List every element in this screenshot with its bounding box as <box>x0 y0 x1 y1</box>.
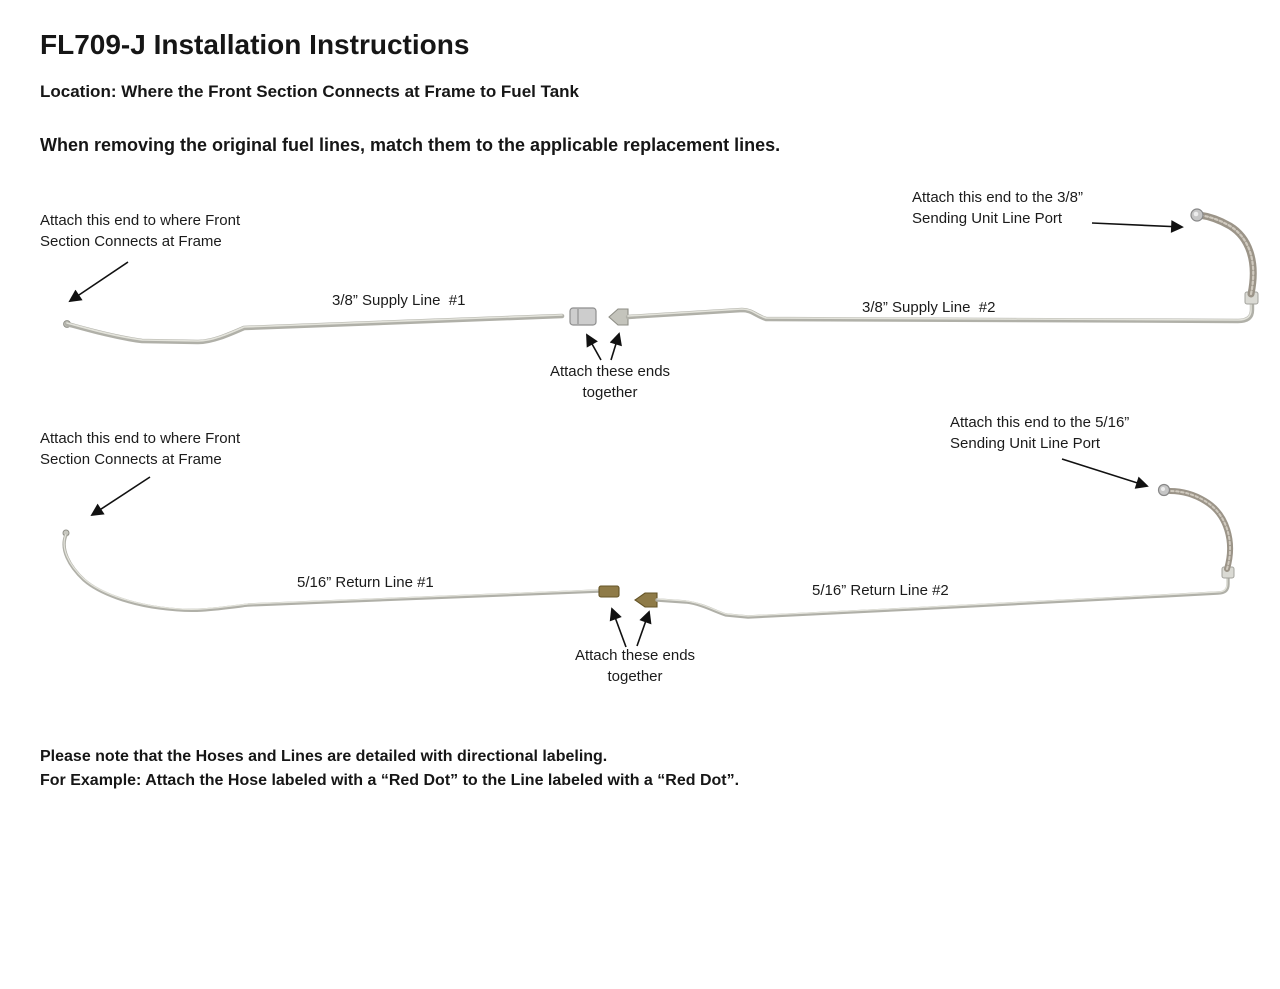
supply-line-2-label: 3/8” Supply Line #2 <box>862 299 996 316</box>
supply-frame-end-callout: Attach this end to where Front Section C… <box>40 212 241 250</box>
supply-line-1-coupler-fitting <box>569 307 597 326</box>
return-line-2-brass-flare-nut <box>634 592 658 608</box>
arrow-supply-attach-right <box>609 332 622 361</box>
return-line-2-tube <box>655 575 1230 619</box>
directional-labeling-note: Please note that the Hoses and Lines are… <box>40 745 739 793</box>
supply-line-1 <box>63 307 597 345</box>
supply-line-1-tube-highlight <box>66 314 563 342</box>
return-braided-hose-texture <box>1169 490 1231 570</box>
supply-line-2-flare-nut <box>608 308 629 326</box>
supply-attach-ends-callout: Attach these ends together <box>549 363 671 401</box>
return-line-2-tube-highlight <box>656 576 1228 617</box>
supply-line-1-label: 3/8” Supply Line #1 <box>332 292 466 309</box>
arrow-supply-attach-left <box>586 333 602 361</box>
note-line-2: For Example: Attach the Hose labeled wit… <box>40 772 740 789</box>
supply-line-2-tube <box>625 298 1255 324</box>
supply-line-2 <box>608 208 1259 326</box>
supply-line-2-tube-highlight <box>627 300 1252 321</box>
supply-line-1-tube <box>64 313 565 345</box>
supply-fitting-highlight <box>1193 211 1199 217</box>
return-line-1 <box>62 529 620 613</box>
return-line-1-tube-highlight <box>63 533 601 610</box>
return-attach-ends-callout: Attach these ends together <box>574 647 696 685</box>
arrow-return-attach-left <box>609 607 627 648</box>
arrow-return-attach-right <box>636 610 652 647</box>
return-braided-hose <box>1167 488 1233 572</box>
return-line-1-label: 5/16” Return Line #1 <box>297 574 434 591</box>
arrow-return-frame-end <box>90 476 151 517</box>
return-sending-unit-callout: Attach this end to the 5/16” Sending Uni… <box>950 414 1130 452</box>
callout-arrows <box>68 220 1184 648</box>
return-line-1-brass-nut <box>598 585 620 598</box>
page-title: FL709-J Installation Instructions <box>40 29 470 60</box>
supply-braided-hose-texture <box>1197 213 1255 296</box>
return-line-2 <box>634 483 1235 619</box>
arrow-supply-sending-unit <box>1091 220 1184 233</box>
supply-sending-unit-callout: Attach this end to the 3/8” Sending Unit… <box>912 189 1083 227</box>
return-frame-end-callout: Attach this end to where Front Section C… <box>40 430 241 468</box>
return-fitting-highlight <box>1161 487 1165 491</box>
location-subtitle: Location: Where the Front Section Connec… <box>40 82 580 101</box>
removal-instruction: When removing the original fuel lines, m… <box>40 135 781 155</box>
arrow-supply-frame-end <box>68 261 129 303</box>
return-line-2-label: 5/16” Return Line #2 <box>812 582 949 599</box>
arrow-return-sending-unit <box>1061 458 1149 489</box>
supply-braided-hose <box>1195 211 1257 298</box>
note-line-1: Please note that the Hoses and Lines are… <box>40 748 608 765</box>
